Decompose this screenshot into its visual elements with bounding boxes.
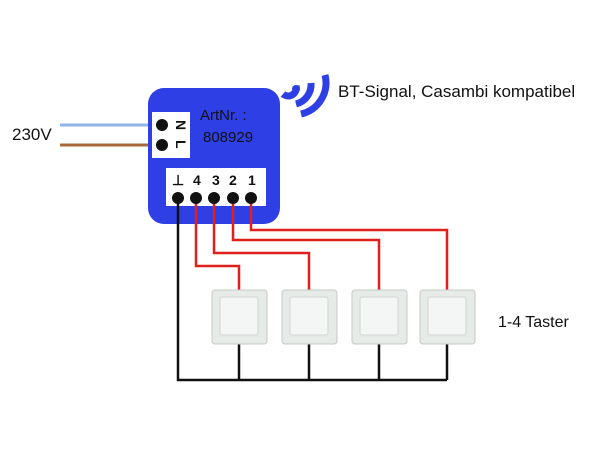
terminal-2-label: 2 bbox=[229, 172, 237, 188]
terminal-n-label: N bbox=[173, 120, 189, 130]
terminal-4-screw bbox=[190, 192, 202, 204]
terminal-2-screw bbox=[227, 192, 239, 204]
wire-terminal-1 bbox=[249, 198, 449, 292]
buttons-label: 1-4 Taster bbox=[498, 314, 570, 331]
signal-label: BT-Signal, Casambi kompatibel bbox=[338, 82, 575, 101]
wire-terminal-4 bbox=[194, 198, 241, 292]
push-button-switch-icon bbox=[419, 289, 476, 345]
terminal-4-label: 4 bbox=[193, 172, 201, 188]
bluetooth-signal-icon bbox=[280, 74, 330, 118]
signal-wires bbox=[194, 198, 449, 292]
voltage-label: 230V bbox=[12, 125, 52, 144]
terminal-l-screw bbox=[156, 139, 168, 151]
wire-terminal-3 bbox=[212, 198, 311, 292]
push-button-switch-icon bbox=[351, 289, 408, 345]
push-button-switch-icon bbox=[281, 289, 338, 345]
terminal-ground-screw bbox=[172, 192, 184, 204]
terminal-1-label: 1 bbox=[248, 172, 256, 188]
terminal-n-screw bbox=[156, 119, 168, 131]
common-wire bbox=[176, 198, 449, 382]
terminal-ground-label: ⊥ bbox=[172, 172, 184, 188]
terminal-l-label: L bbox=[173, 140, 189, 149]
terminal-3-screw bbox=[208, 192, 220, 204]
wire-terminal-2 bbox=[231, 198, 381, 292]
push-button-switch-icon bbox=[211, 289, 268, 345]
terminal-3-label: 3 bbox=[212, 172, 220, 188]
power-terminal-block bbox=[152, 112, 190, 158]
terminal-1-screw bbox=[245, 192, 257, 204]
article-number: 808929 bbox=[203, 129, 253, 146]
article-label: ArtNr. : bbox=[200, 107, 247, 124]
